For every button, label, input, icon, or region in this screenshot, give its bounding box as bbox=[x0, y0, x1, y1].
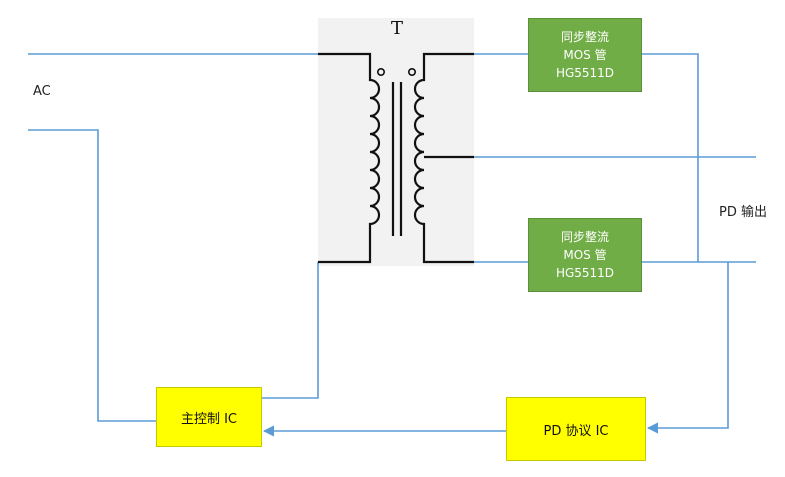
mos-top-line3: HG5511D bbox=[555, 66, 615, 80]
mos-top-line2: MOS 管 bbox=[563, 48, 607, 62]
sync-rectifier-mos-top[interactable]: 同步整流 MOS 管 HG5511D bbox=[528, 18, 642, 92]
ac-label: AC bbox=[33, 84, 51, 99]
mos-bottom-line2: MOS 管 bbox=[563, 248, 607, 262]
pd-protocol-ic[interactable]: PD 协议 IC bbox=[506, 397, 646, 461]
polarity-dot-secondary bbox=[407, 68, 416, 77]
pd-output-label: PD 输出 bbox=[719, 205, 767, 220]
mos-bottom-line1: 同步整流 bbox=[560, 230, 609, 244]
wires bbox=[28, 53, 756, 437]
main-control-ic[interactable]: 主控制 IC bbox=[156, 387, 262, 447]
transformer-background bbox=[318, 18, 474, 266]
pd-ic-label: PD 协议 IC bbox=[543, 423, 609, 439]
secondary-winding bbox=[413, 52, 474, 264]
main-ic-label: 主控制 IC bbox=[180, 411, 238, 427]
transformer bbox=[318, 52, 474, 264]
ac-line-bottom bbox=[28, 129, 156, 422]
mos-bottom-line3: HG5511D bbox=[555, 266, 615, 280]
mos-top-line1: 同步整流 bbox=[560, 30, 609, 44]
output-to-pd-ic bbox=[646, 262, 729, 434]
primary-winding bbox=[318, 52, 381, 264]
sync-rectifier-mos-bottom[interactable]: 同步整流 MOS 管 HG5511D bbox=[528, 218, 642, 292]
polarity-dot-primary bbox=[376, 68, 385, 77]
primary-to-main-ic bbox=[262, 262, 319, 399]
mos-top-output bbox=[642, 53, 699, 262]
transformer-label: T bbox=[391, 18, 404, 39]
